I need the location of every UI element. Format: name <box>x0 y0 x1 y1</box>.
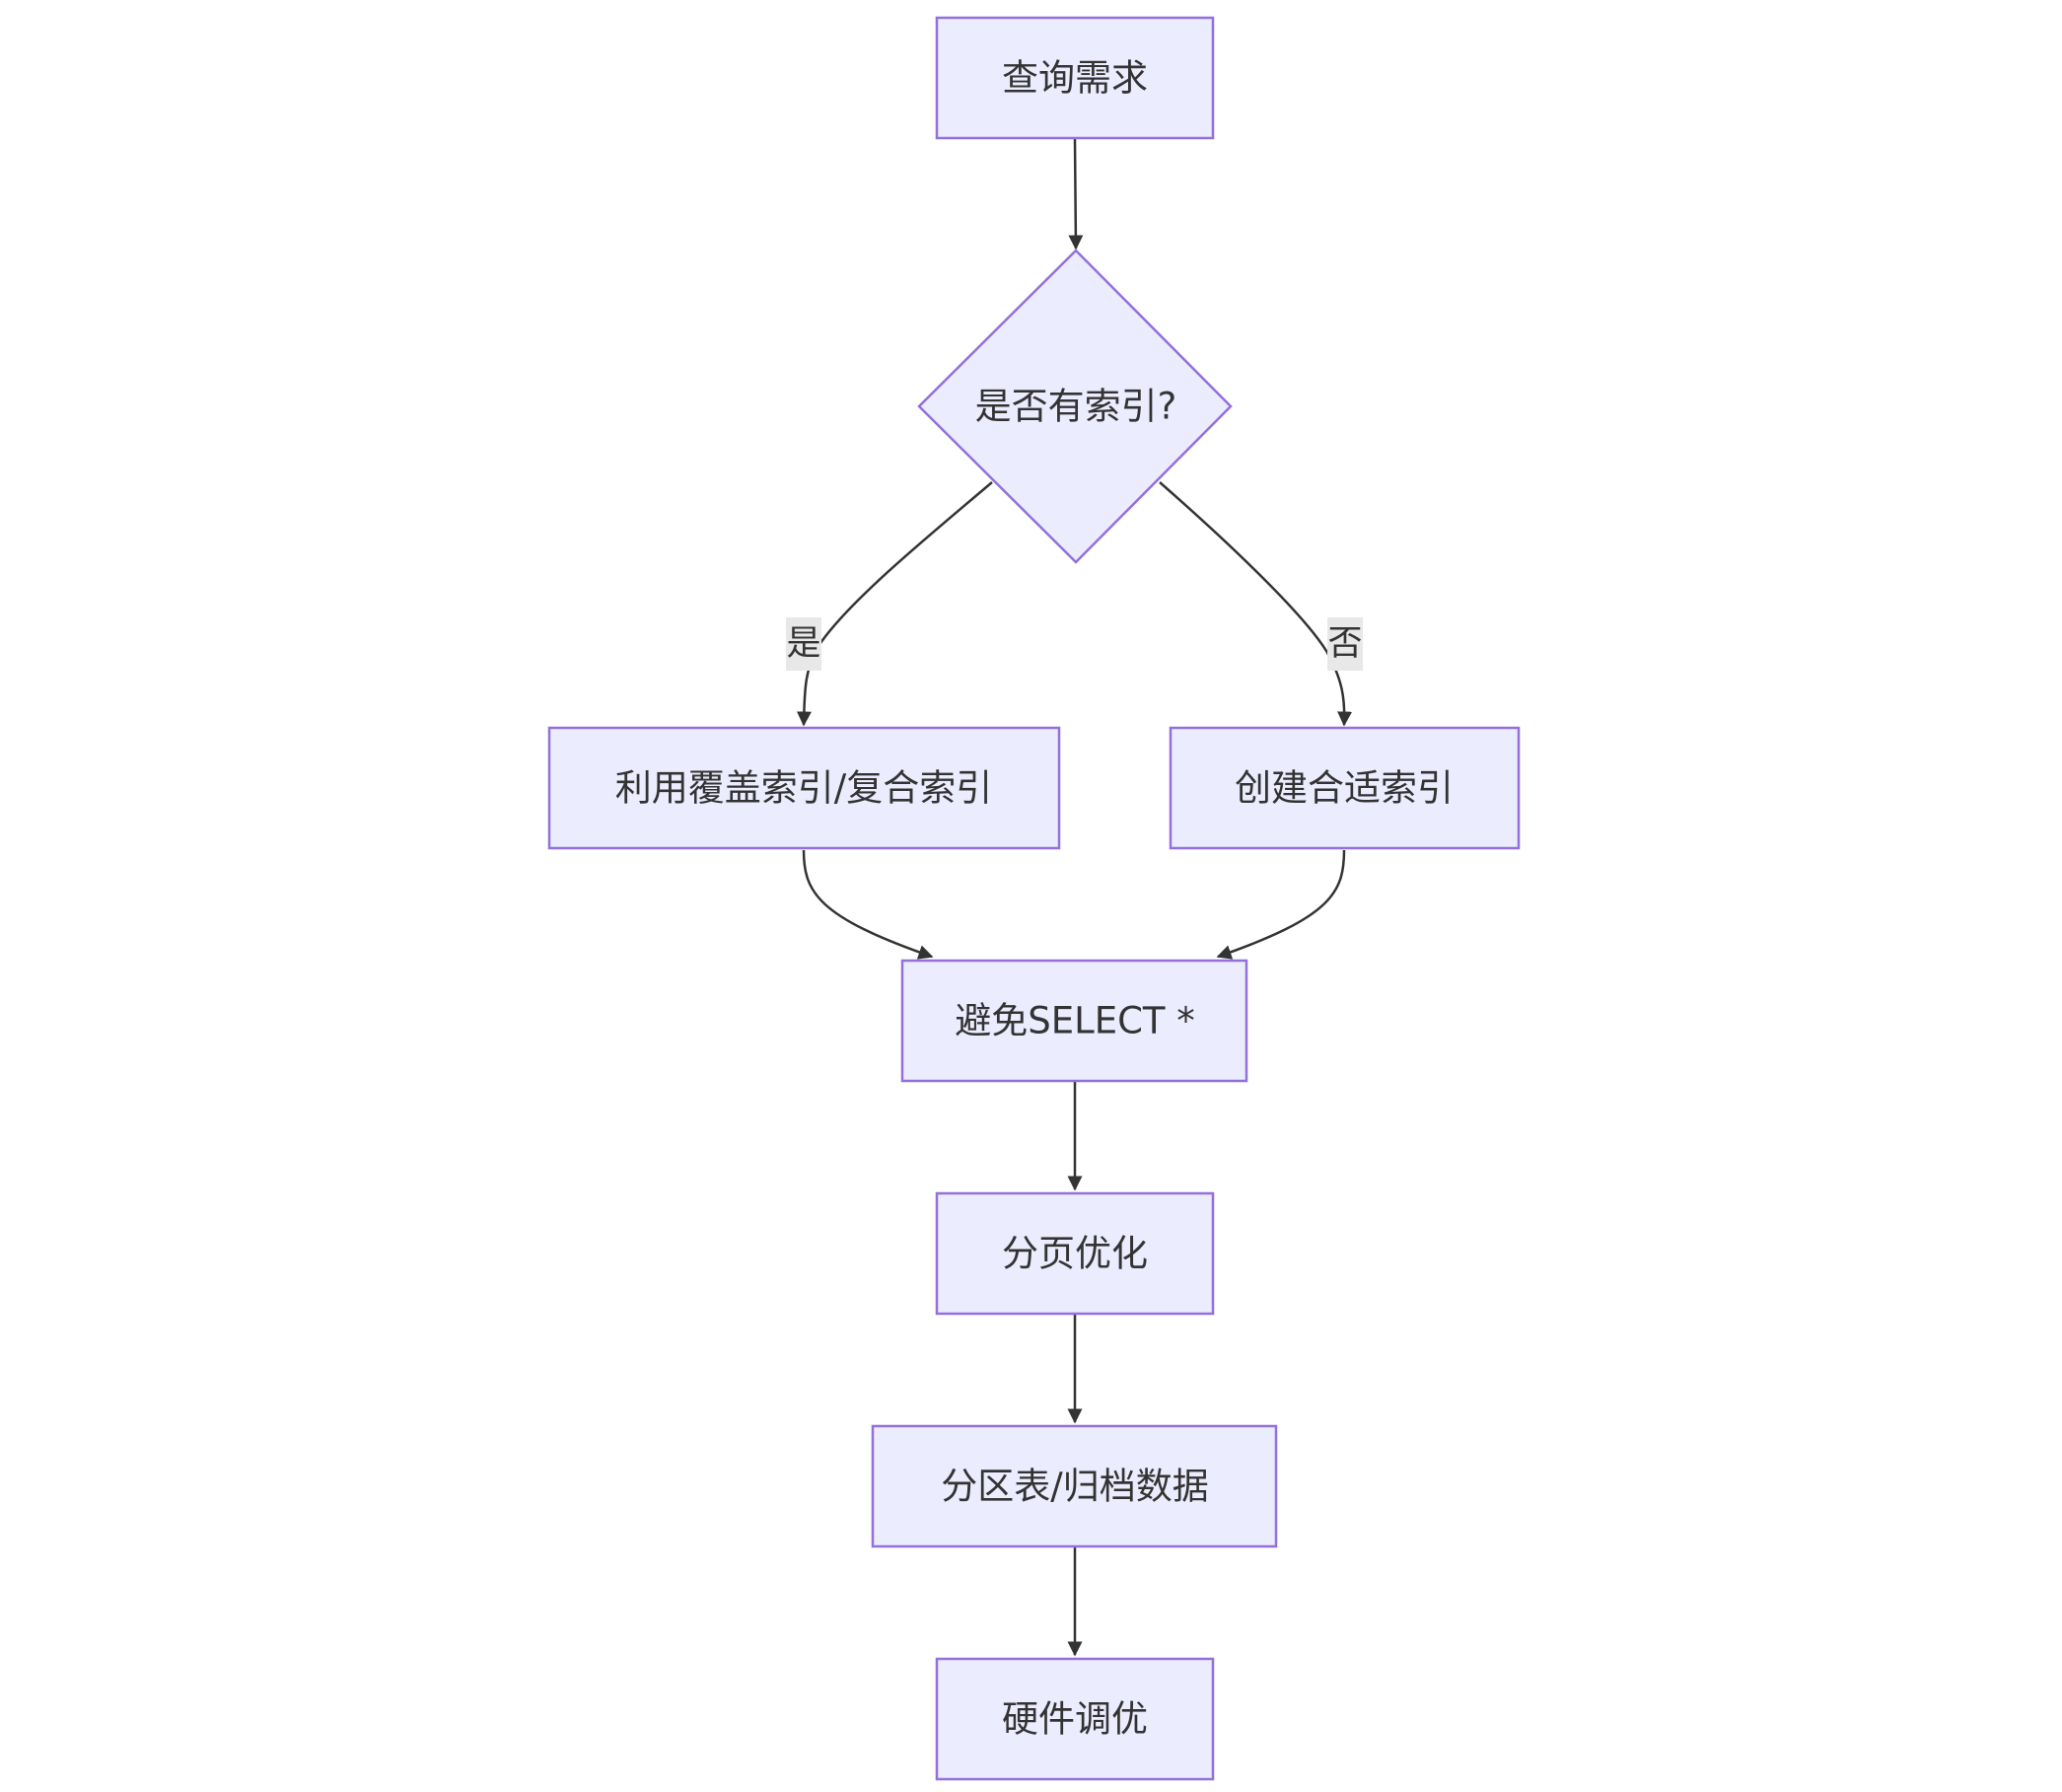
node-query-need-label: 查询需求 <box>1002 57 1148 100</box>
edge-decision-to-create <box>1159 481 1353 727</box>
node-use-covering-label: 利用覆盖索引/复合索引 <box>615 767 992 810</box>
node-query-need: 查询需求 <box>935 16 1215 140</box>
edge-create-to-avoid <box>1216 849 1346 960</box>
edge-label-no-text: 否 <box>1327 624 1362 664</box>
edge-covering-to-avoid <box>802 849 934 960</box>
node-paging-label: 分页优化 <box>1002 1233 1148 1275</box>
edge-decision-to-covering <box>796 481 993 727</box>
edge-label-no: 否 <box>1327 617 1363 671</box>
node-has-index-label: 是否有索引? <box>975 386 1177 428</box>
node-create-index-label: 创建合适索引 <box>1235 767 1454 810</box>
edges <box>796 138 1353 1657</box>
node-partition-label: 分区表/归档数据 <box>941 1466 1208 1508</box>
node-hardware-tuning: 硬件调优 <box>935 1657 1215 1781</box>
node-paging-optimization: 分页优化 <box>935 1191 1215 1316</box>
node-create-index: 创建合适索引 <box>1169 726 1521 850</box>
edge-query-to-decision <box>1068 138 1084 251</box>
edge-label-yes-text: 是 <box>786 624 820 664</box>
node-partition-archive: 分区表/归档数据 <box>871 1424 1278 1548</box>
node-avoid-select: 避免SELECT * <box>900 959 1248 1083</box>
node-avoid-select-label: 避免SELECT * <box>955 1000 1195 1042</box>
edge-label-yes: 是 <box>786 617 821 671</box>
node-use-covering-index: 利用覆盖索引/复合索引 <box>547 726 1061 850</box>
node-has-index-decision: 是否有索引? <box>917 249 1233 564</box>
node-hardware-label: 硬件调优 <box>1002 1698 1148 1741</box>
